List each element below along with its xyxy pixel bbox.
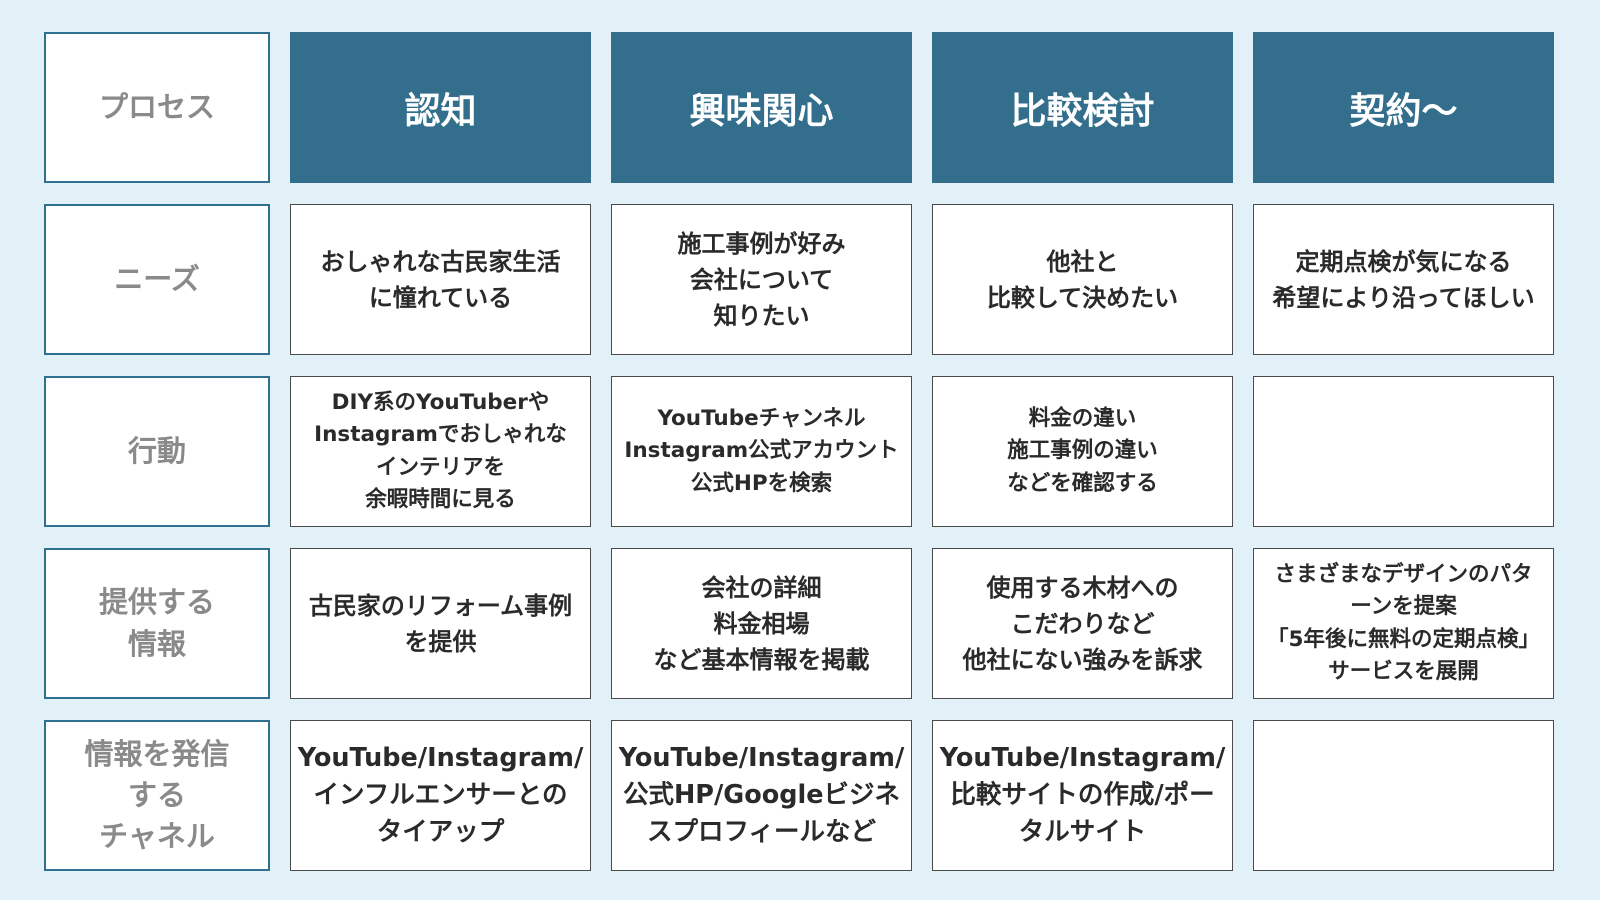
info-cell-comparison: 使用する木材への こだわりなど 他社にない強みを訴求	[932, 548, 1233, 699]
row-label-needs: ニーズ	[44, 204, 270, 355]
row-label-info: 提供する 情報	[44, 548, 270, 699]
action-cell-awareness: DIY系のYouTuberや Instagramでおしゃれな インテリアを 余暇…	[290, 376, 591, 527]
stage-header-interest: 興味関心	[611, 32, 912, 183]
row-label-process: プロセス	[44, 32, 270, 183]
channel-cell-contract	[1253, 720, 1554, 871]
needs-cell-comparison: 他社と 比較して決めたい	[932, 204, 1233, 355]
row-label-channel: 情報を発信 する チャネル	[44, 720, 270, 871]
stage-header-contract: 契約〜	[1253, 32, 1554, 183]
stage-header-comparison: 比較検討	[932, 32, 1233, 183]
info-cell-interest: 会社の詳細 料金相場 など基本情報を掲載	[611, 548, 912, 699]
action-cell-contract	[1253, 376, 1554, 527]
stage-header-awareness: 認知	[290, 32, 591, 183]
channel-cell-comparison: YouTube/Instagram/ 比較サイトの作成/ポー タルサイト	[932, 720, 1233, 871]
info-cell-awareness: 古民家のリフォーム事例 を提供	[290, 548, 591, 699]
action-cell-interest: YouTubeチャンネル Instagram公式アカウント 公式HPを検索	[611, 376, 912, 527]
needs-cell-contract: 定期点検が気になる 希望により沿ってほしい	[1253, 204, 1554, 355]
action-cell-comparison: 料金の違い 施工事例の違い などを確認する	[932, 376, 1233, 527]
channel-cell-interest: YouTube/Instagram/ 公式HP/Googleビジネ スプロフィー…	[611, 720, 912, 871]
needs-cell-awareness: おしゃれな古民家生活 に憧れている	[290, 204, 591, 355]
customer-journey-table: プロセス 認知 興味関心 比較検討 契約〜 ニーズ おしゃれな古民家生活 に憧れ…	[44, 32, 1554, 871]
channel-cell-awareness: YouTube/Instagram/ インフルエンサーとの タイアップ	[290, 720, 591, 871]
row-label-action: 行動	[44, 376, 270, 527]
needs-cell-interest: 施工事例が好み 会社について 知りたい	[611, 204, 912, 355]
info-cell-contract: さまざまなデザインのパタ ーンを提案 「5年後に無料の定期点検」 サービスを展開	[1253, 548, 1554, 699]
